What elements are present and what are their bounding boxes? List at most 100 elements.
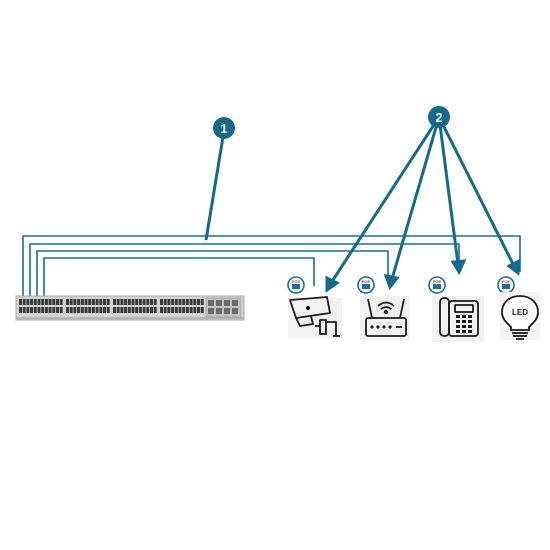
- switch-port: [200, 307, 204, 313]
- phone-key: [456, 330, 460, 333]
- switch-port: [131, 307, 135, 313]
- switch-port: [41, 299, 45, 305]
- switch-port: [103, 307, 106, 313]
- callout-1-leader: [204, 130, 226, 241]
- switch-port: [73, 307, 77, 313]
- switch-port: [56, 307, 59, 313]
- switch-port: [113, 307, 116, 313]
- switch-port: [103, 299, 106, 305]
- switch-port: [37, 307, 41, 313]
- switch-port: [116, 307, 120, 313]
- switch-port: [22, 299, 26, 305]
- callout-2-leaders: [325, 116, 521, 293]
- switch-port: [66, 307, 69, 313]
- switch-port: [59, 299, 63, 305]
- uplink-port: [208, 308, 214, 314]
- switch-port: [19, 307, 22, 313]
- phone-key: [456, 325, 460, 328]
- switch-port: [48, 307, 52, 313]
- switch-port: [106, 307, 110, 313]
- switch-port: [197, 307, 200, 313]
- uplink-port: [208, 300, 214, 306]
- switch-port: [153, 299, 157, 305]
- switch-port: [59, 307, 63, 313]
- uplink-port: [224, 300, 230, 306]
- switch-port: [41, 307, 45, 313]
- switch-port: [135, 307, 139, 313]
- security-camera-icon: [288, 296, 342, 338]
- switch-port: [22, 307, 26, 313]
- switch-port: [91, 299, 95, 305]
- switch-port: [185, 299, 189, 305]
- switch-port: [33, 307, 37, 313]
- cable-to-ip-camera: [43, 257, 315, 301]
- switch-port: [200, 299, 204, 305]
- phone-key: [468, 325, 472, 328]
- svg-text:POE: POE: [292, 279, 301, 284]
- switch-port: [44, 299, 48, 305]
- switch-port: [193, 299, 197, 305]
- switch-port: [189, 307, 193, 313]
- uplink-module: [205, 297, 242, 318]
- switch-port: [73, 299, 77, 305]
- switch-port: [178, 307, 182, 313]
- switch-port: [185, 307, 189, 313]
- switch-port: [124, 299, 128, 305]
- switch-port: [182, 307, 186, 313]
- switch-port: [88, 299, 92, 305]
- phone-keypad: [456, 315, 472, 333]
- cable-to-led-light: [22, 235, 521, 301]
- switch-port: [26, 299, 30, 305]
- switch-port: [120, 307, 124, 313]
- switch-port: [160, 307, 163, 313]
- switch-port: [146, 299, 150, 305]
- svg-text:POE: POE: [502, 279, 511, 284]
- phone-key: [456, 315, 460, 318]
- switch-port: [127, 299, 131, 305]
- switch-port: [124, 307, 128, 313]
- switch-port: [84, 299, 88, 305]
- switch-port: [88, 307, 92, 313]
- switch-port: [150, 307, 153, 313]
- uplink-port: [216, 308, 222, 314]
- switch-port: [150, 299, 153, 305]
- callout-1: 1: [213, 117, 235, 139]
- switch-port: [142, 299, 146, 305]
- switch-port: [167, 299, 171, 305]
- callout-1-label: 1: [220, 121, 227, 136]
- switch-port: [56, 299, 59, 305]
- light-bulb-icon: LED: [500, 292, 540, 340]
- switch-port: [146, 307, 150, 313]
- switch-port: [171, 299, 175, 305]
- switch-port: [77, 299, 81, 305]
- uplink-ports: [208, 300, 238, 314]
- switch-port: [91, 307, 95, 313]
- switch-port: [193, 307, 197, 313]
- switch-port: [160, 299, 163, 305]
- switch-port: [37, 299, 41, 305]
- phone-key: [462, 330, 466, 333]
- switch-port: [197, 299, 200, 305]
- switch-port: [163, 299, 167, 305]
- switch-port: [153, 307, 157, 313]
- uplink-port: [216, 300, 222, 306]
- switch-port: [99, 307, 103, 313]
- switch-port: [106, 299, 110, 305]
- poe-badge-access-point: POE: [357, 276, 375, 294]
- switch-port-array: [19, 299, 204, 313]
- switch-port: [127, 307, 131, 313]
- switch-port: [69, 307, 73, 313]
- cable-to-ip-phone: [29, 243, 460, 301]
- switch-port: [142, 307, 146, 313]
- phone-key: [462, 320, 466, 323]
- uplink-port: [232, 308, 238, 314]
- svg-text:POE: POE: [433, 279, 442, 284]
- switch-port: [66, 299, 69, 305]
- switch-port: [19, 299, 22, 305]
- switch-port: [30, 299, 34, 305]
- phone-key: [462, 315, 466, 318]
- poe-cables: [22, 235, 521, 301]
- switch-port: [33, 299, 37, 305]
- switch-port: [131, 299, 135, 305]
